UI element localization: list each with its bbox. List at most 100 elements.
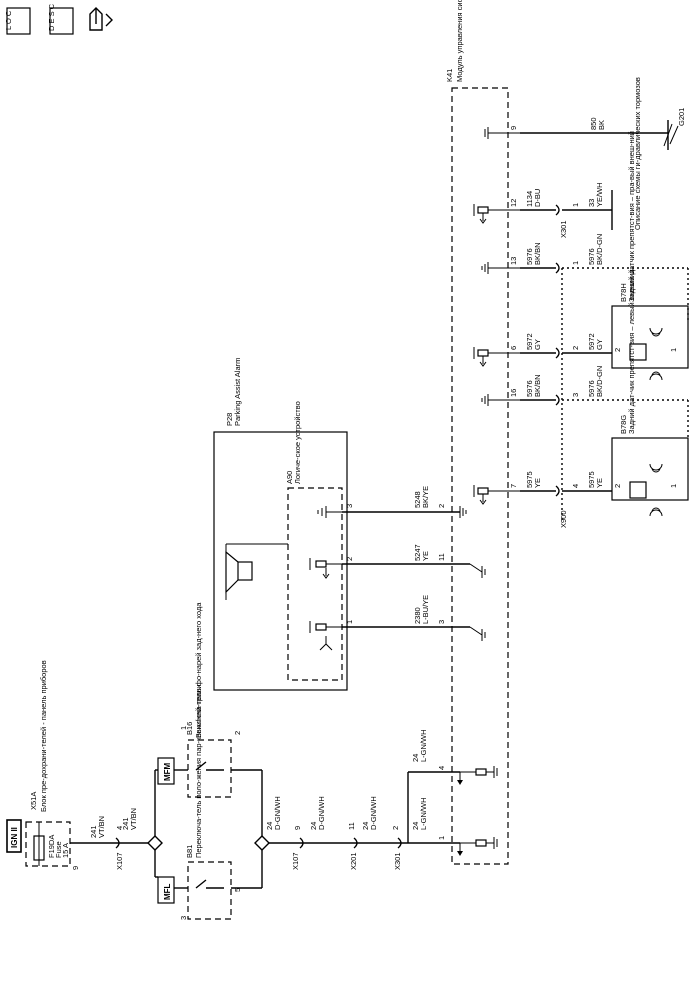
wire-color: YE	[421, 551, 430, 561]
fuse-rating: 15 A	[61, 843, 70, 858]
svg-text:IGN II: IGN II	[10, 827, 19, 848]
wire-number: 24	[411, 754, 420, 762]
k41-pin9	[484, 127, 520, 139]
svg-text:16: 16	[509, 389, 518, 397]
connector-id: X301	[559, 220, 568, 238]
loc-icon[interactable]: L O C	[4, 7, 31, 35]
k41-name: Модуль управления системой об-легчения п…	[455, 0, 464, 82]
b81-name: Переключа-тель поло-жения пар-ковки/ней-…	[194, 684, 203, 858]
svg-text:12: 12	[509, 199, 518, 207]
a90-name: Логиче-ское устройство	[293, 401, 302, 484]
b78h-name: Задний датчик препятст-вия – пра-вый вне…	[627, 131, 636, 302]
svg-text:2: 2	[233, 731, 242, 735]
b16-switch	[187, 739, 232, 798]
k41-id: K41	[445, 69, 454, 82]
p28-id: P28	[225, 413, 234, 426]
fuse-block-id: X51A	[29, 792, 38, 810]
wire-color: L-GN/WH	[419, 798, 428, 831]
connector-symbol	[397, 837, 402, 849]
svg-text:MFL: MFL	[163, 883, 172, 900]
svg-text:3: 3	[179, 916, 188, 920]
ultrasonic-wave-icon	[649, 463, 663, 517]
wire-number: 5975	[525, 471, 534, 488]
wire-color: BK	[597, 120, 606, 130]
fuse-id: F19DA	[47, 835, 56, 858]
pin-label: 9	[71, 866, 80, 870]
svg-text:1: 1	[571, 203, 580, 207]
connector-symbol	[555, 204, 560, 216]
wire-number: 2380	[413, 607, 422, 624]
wire-number: 24	[309, 822, 318, 830]
wire-color: D-GN/WH	[317, 796, 326, 830]
wire-color: D-BU	[533, 189, 542, 207]
wire-number: 5976	[587, 248, 596, 265]
brake-reference: Описание схемы ги-дравлических тормозов	[633, 77, 642, 230]
wire-color: BK/YE	[421, 486, 430, 508]
b16-name: Выключа-тель фо-нарей зад-него хода	[194, 602, 203, 738]
b78h-sensor	[611, 305, 689, 369]
sensor-element	[629, 343, 647, 361]
k41-pin12	[473, 204, 520, 224]
desc-icon[interactable]: D E S C	[47, 3, 74, 35]
connector-id: X201	[349, 852, 358, 870]
svg-text:MFM: MFM	[163, 762, 172, 781]
wire-number: 5972	[587, 333, 596, 350]
svg-text:7: 7	[509, 484, 518, 488]
wire-number: 1134	[525, 191, 534, 207]
x900-connector	[555, 262, 560, 497]
wire-color: GY	[533, 339, 542, 350]
svg-text:1: 1	[345, 620, 354, 624]
wire-number: 241	[121, 817, 130, 830]
splice	[147, 835, 163, 851]
b81-id: B81	[185, 845, 194, 858]
connector-symbol	[353, 837, 358, 849]
wire-color: YE/WH	[595, 182, 604, 207]
wire-number: 850	[589, 117, 598, 130]
a90-logic-box	[287, 487, 343, 681]
b78g-name: Задний дат-чик препятст-вия – левый внеш…	[627, 269, 636, 434]
b78g-id: B78G	[619, 415, 628, 434]
connector-id: X107	[291, 852, 300, 870]
svg-text:13: 13	[509, 257, 518, 265]
wire-color: D-GN/WH	[273, 796, 282, 830]
connector-symbol	[299, 837, 304, 849]
k41-pin7	[473, 485, 520, 505]
svg-text:D E S C: D E S C	[47, 3, 56, 31]
p28-box	[213, 431, 348, 691]
wire-number: 5247	[413, 544, 422, 561]
fuse-type: Fuse	[54, 841, 63, 858]
svg-text:5: 5	[233, 888, 242, 892]
fuse-block-name: Блок пре-дохрани-телей - панель приборов	[39, 660, 48, 812]
svg-text:2: 2	[613, 484, 622, 488]
speaker-icon	[225, 543, 288, 600]
wire-color: L-BU/YE	[421, 595, 430, 624]
wire-color: BK/BN	[533, 374, 542, 397]
wire-color: VT/BN	[97, 816, 106, 838]
mfl-label	[157, 876, 175, 904]
diagnostic-navigation-icon[interactable]	[89, 7, 113, 31]
svg-text:9: 9	[509, 126, 518, 130]
wire-color: BK/D-GN	[595, 234, 604, 265]
wire-color: D-GN/WH	[369, 796, 378, 830]
k41-pin6	[473, 347, 520, 367]
connector-symbol	[115, 837, 120, 849]
svg-text:3: 3	[437, 620, 446, 624]
ign-label: IGN II	[6, 819, 22, 853]
ultrasonic-wave-icon	[649, 327, 663, 381]
connector-id: X107	[115, 852, 124, 870]
wire-color: BK/BN	[533, 242, 542, 265]
wire-color: GY	[595, 339, 604, 350]
svg-text:1: 1	[179, 726, 188, 730]
mfm-label	[157, 757, 175, 785]
svg-text:1: 1	[571, 261, 580, 265]
svg-text:4: 4	[571, 484, 580, 488]
k41-pin16	[481, 394, 520, 406]
b78h-id: B78H	[619, 283, 628, 302]
svg-text:3: 3	[571, 393, 580, 397]
wire-number: 241	[89, 825, 98, 838]
svg-text:2: 2	[391, 826, 400, 830]
b81-switch	[187, 861, 232, 920]
svg-text:4: 4	[437, 766, 446, 770]
svg-text:1: 1	[669, 484, 678, 488]
